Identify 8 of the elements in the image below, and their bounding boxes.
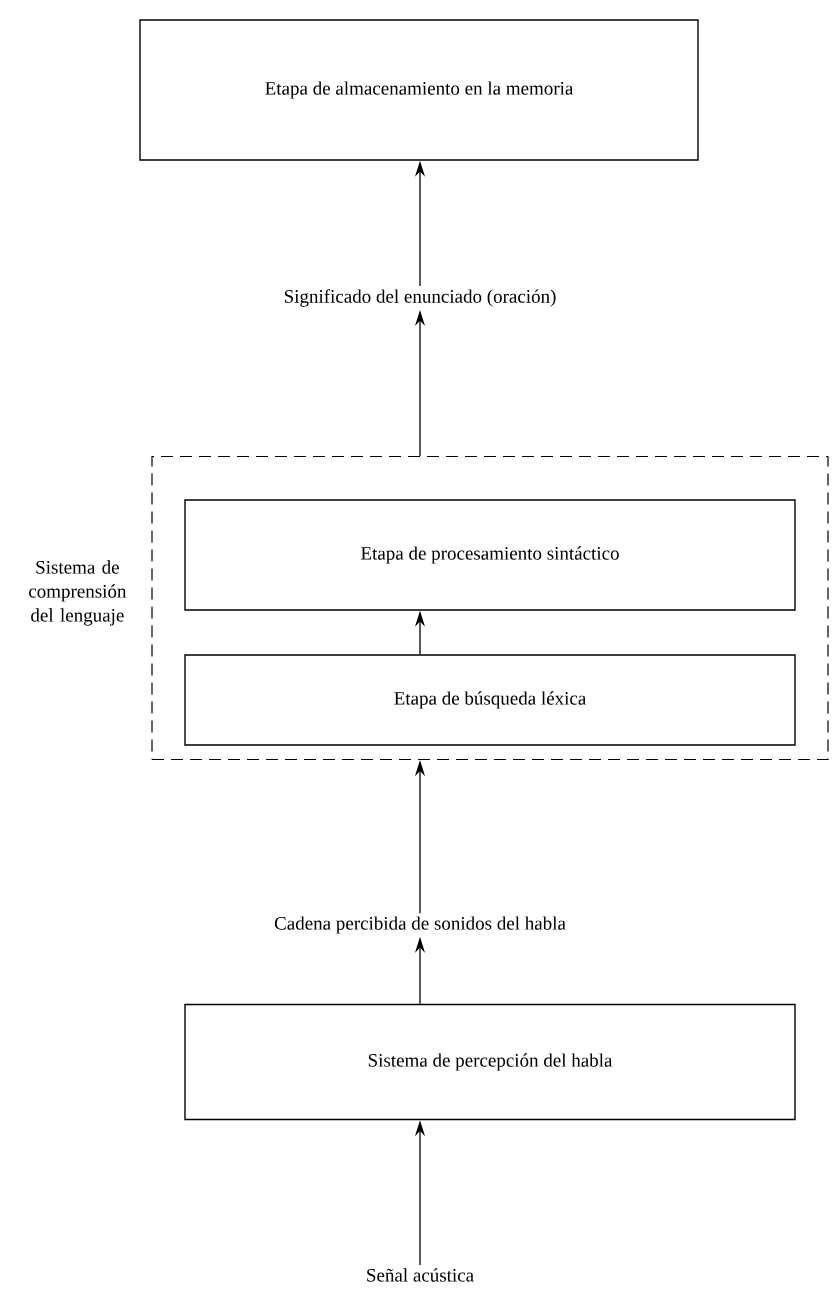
process-box: Etapa de almacenamiento en la memoria	[139, 19, 699, 161]
stage-label: Cadena percibida de sonidos del habla	[274, 916, 566, 934]
process-box: Etapa de procesamiento sintáctico	[184, 499, 796, 611]
process-box: Sistema de percepción del habla	[184, 1003, 796, 1121]
process-box: Etapa de búsqueda léxica	[184, 654, 796, 746]
group-heading: Sistema de comprensión del lenguaje	[29, 560, 127, 626]
stage-label: Señal acústica	[367, 1268, 474, 1282]
stage-label: Significado del enunciado (oración)	[284, 289, 556, 307]
